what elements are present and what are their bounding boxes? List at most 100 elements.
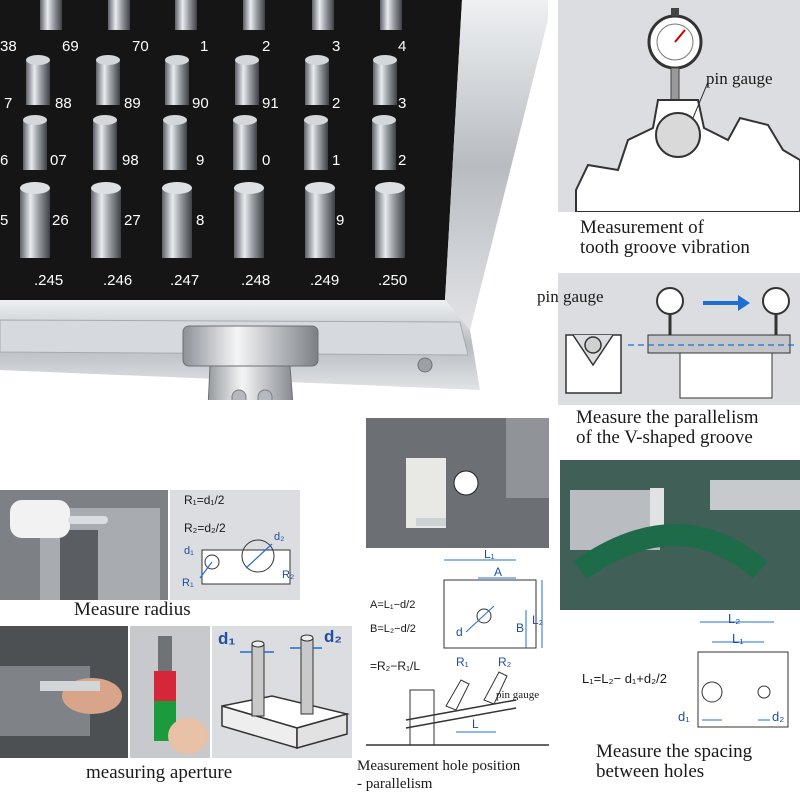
pin-label-row2-2: 88 <box>55 95 72 112</box>
aperture-label-d1: d₁ <box>218 629 236 648</box>
pin-row-4 <box>20 182 405 258</box>
gear-tooth-icon <box>575 99 800 212</box>
v-groove-caption-2: of the V-shaped groove <box>576 427 753 448</box>
pin-label-row1-7: 1 <box>200 38 209 55</box>
pin-label-row1-2: 69 <box>62 38 79 55</box>
radius-label-r1: R₁ <box>182 577 194 589</box>
radius-label-d2: d₂ <box>274 531 285 543</box>
pin-label-row3-7: 2 <box>398 152 407 169</box>
pin-row-2 <box>26 55 397 105</box>
hole-label-l2: L₂ <box>532 613 544 627</box>
hole-label-l: L <box>472 717 479 731</box>
pin-label-row3-4: 9 <box>196 152 205 169</box>
pin-label-row4-5: 9 <box>336 212 345 229</box>
pin-label-row1-4: 2 <box>262 38 271 55</box>
aperture-photo-2 <box>130 626 210 758</box>
hole-spacing-caption-2: between holes <box>596 761 705 782</box>
pin-row-3 <box>23 115 396 170</box>
pin-label-row4-2: 26 <box>52 212 69 229</box>
pin-label-row2-7: 3 <box>398 95 407 112</box>
gauge-case-illustration <box>0 0 548 400</box>
hole-position-caption-1: Measurement hole position <box>357 758 521 774</box>
aperture-label-d2: d₂ <box>324 627 342 646</box>
pin-label-row2-4: 90 <box>192 95 209 112</box>
spacing-label-l2: L₂ <box>728 612 741 626</box>
hole-label-d: d <box>456 625 463 639</box>
aperture-caption: measuring aperture <box>86 762 233 783</box>
spacing-label-l1: L₁ <box>732 631 744 646</box>
latch-hinge <box>182 325 319 367</box>
spacing-label-d2: d₂ <box>772 709 785 724</box>
pin-label-row1-6: 4 <box>398 38 407 55</box>
parallelism-formula: =R₂−R₁/L <box>370 659 421 673</box>
pin-label-row2-5: 91 <box>262 95 279 112</box>
hole-position-diagram: L₁ A B L₂ d A=L₁−d/2 B=L₂−d/2 =R₂−R₁/L R… <box>366 550 549 755</box>
pin-label-row3-1: 6 <box>0 152 9 169</box>
rivet <box>417 357 433 373</box>
pin-label-row4-4: 8 <box>196 212 205 229</box>
pin-label-row1-3: 70 <box>132 38 149 55</box>
tooth-groove-diagram: pin gauge <box>558 0 800 212</box>
tooth-groove-caption-2: tooth groove vibration <box>580 237 750 258</box>
pin-label-row3-3: 98 <box>122 152 139 169</box>
v-groove-diagram <box>558 273 800 405</box>
radius-photo <box>0 490 168 600</box>
radius-diagram: R₁=d₁/2 R₂=d₂/2 d₁ R₁ d₂ R₂ <box>170 490 300 600</box>
arrow-right-icon <box>703 295 750 311</box>
aperture-diagram: d₁ d₂ <box>212 626 352 758</box>
hole-pin-gauge-label: pin gauge <box>496 689 540 701</box>
pin-label-249: .249 <box>310 272 340 289</box>
dial-indicator-icon <box>453 470 479 496</box>
tooth-groove-caption-1: Measurement of <box>580 217 704 238</box>
hole-spacing-photo <box>560 460 800 610</box>
radius-formula-1: R₁=d₁/2 <box>184 493 225 507</box>
hole-spacing-caption-1: Measure the spacing <box>596 741 753 762</box>
hole-label-r2: R₂ <box>498 655 512 669</box>
radius-label-d1: d₁ <box>184 545 194 557</box>
gauge-handle-red <box>154 671 176 701</box>
gauge-case-photo: 38 69 70 2 3 4 1 7 88 89 90 91 2 3 6 07 … <box>0 0 548 400</box>
pin-gauge-icon <box>655 112 701 158</box>
hole-label-r1: R₁ <box>456 655 469 669</box>
pin-label-row2-3: 89 <box>124 95 141 112</box>
hole-spacing-diagram: L₂ L₁ d₁ d₂ L₁=L₂− d₁+d₂/2 <box>560 612 800 738</box>
pin-label-row3-5: 0 <box>262 152 271 169</box>
pin-label-246: .246 <box>103 272 133 289</box>
dial-indicator-icon <box>762 287 790 315</box>
hole-formula-b: B=L₂−d/2 <box>370 623 416 635</box>
micrometer <box>573 524 768 580</box>
pin-label-row3-6: 1 <box>332 152 341 169</box>
case-frame-side <box>445 0 548 330</box>
aperture-photo-1 <box>0 626 128 758</box>
pin-gauge-icon <box>584 336 602 354</box>
radius-label-r2: R₂ <box>282 569 295 581</box>
pin-label-row2-1: 7 <box>4 95 13 112</box>
pin-label-247: .247 <box>170 272 200 289</box>
pin-label-248: .248 <box>241 272 271 289</box>
pin-label-row2-6: 2 <box>332 95 341 112</box>
radius-formula-2: R₂=d₂/2 <box>184 521 226 535</box>
pin-label-250: .250 <box>378 272 408 289</box>
v-groove-caption-1: Measure the parallelism <box>576 407 759 428</box>
glove-hand <box>10 500 70 538</box>
spacing-label-d1: d₁ <box>678 709 690 724</box>
v-groove-pin-label: pin gauge <box>537 287 604 306</box>
hole-label-a: A <box>494 565 503 579</box>
pin-label-row3-2: 07 <box>50 152 67 169</box>
latch-clasp <box>207 365 294 400</box>
pin-label-row4-3: 27 <box>124 212 141 229</box>
v-groove-illustration <box>565 287 798 399</box>
hole-position-photo <box>366 418 549 548</box>
dial-indicator-icon <box>656 287 684 315</box>
spacing-formula: L₁=L₂− d₁+d₂/2 <box>582 671 668 686</box>
pin-label-row1-1: 38 <box>0 38 17 55</box>
tooth-groove-illustration <box>575 8 800 212</box>
pin-label-row4-1: 5 <box>0 212 9 229</box>
pin-row-1 <box>40 0 402 30</box>
hole-label-l1: L₁ <box>484 550 495 561</box>
pin-gauge-label: pin gauge <box>706 69 773 88</box>
pin-label-row1-5: 3 <box>332 38 341 55</box>
hole-label-b: B <box>516 621 525 635</box>
radius-caption: Measure radius <box>74 599 191 620</box>
hole-formula-a: A=L₁−d/2 <box>370 599 416 611</box>
